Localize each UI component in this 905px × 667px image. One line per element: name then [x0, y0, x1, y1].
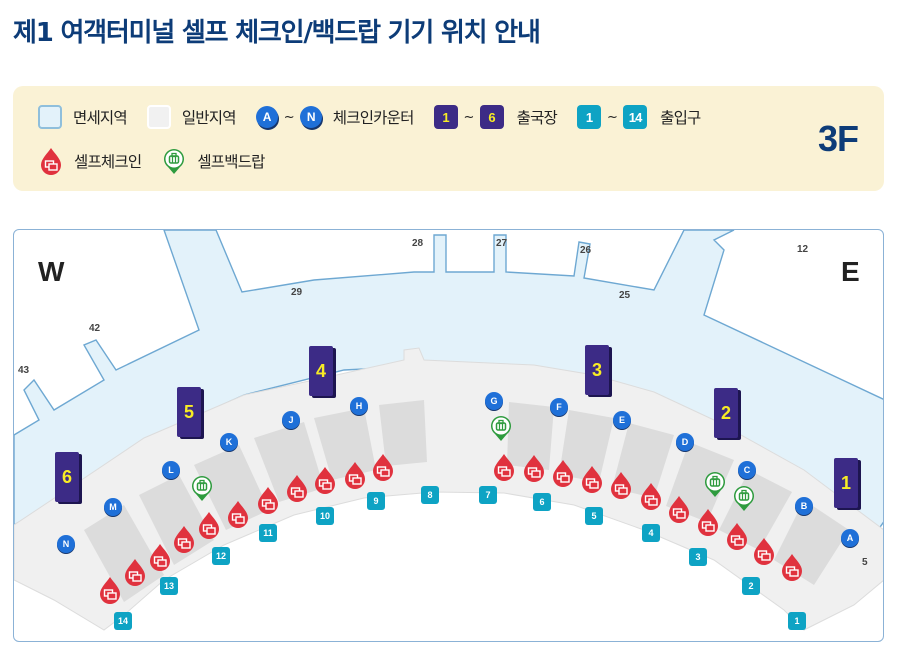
legend-row-2: 셀프체크인 셀프백드랍 — [38, 146, 285, 176]
legend-panel: 면세지역 일반지역 A ~ N 체크인카운터 1 ~ 6 출국장 1 ~ 14 … — [13, 86, 884, 191]
self-checkin-icon[interactable] — [255, 485, 281, 515]
entrance-marker[interactable]: 6 — [533, 493, 551, 511]
checkin-counter-marker[interactable]: D — [676, 433, 694, 451]
self-checkin-icon[interactable] — [97, 575, 123, 605]
page-title: 제1 여객터미널 셀프 체크인/백드랍 기기 위치 안내 — [13, 18, 541, 48]
general-area-label: 일반지역 — [181, 109, 237, 127]
departure-gate-marker[interactable]: 4 — [309, 346, 333, 396]
counter-label: 체크인카운터 — [332, 109, 415, 127]
self-bagdrop-icon[interactable] — [731, 483, 757, 513]
entrance-marker-from: 1 — [577, 105, 602, 129]
gate-number-label: 25 — [619, 290, 631, 301]
entrance-marker[interactable]: 7 — [479, 486, 497, 504]
departure-gate-marker[interactable]: 6 — [55, 452, 79, 502]
compass-east: E — [841, 256, 860, 287]
entrance-marker[interactable]: 2 — [742, 577, 760, 595]
gate-number-label: 29 — [291, 287, 303, 298]
checkin-counter-marker[interactable]: C — [738, 461, 756, 479]
departure-marker-to: 6 — [479, 105, 504, 129]
counter-marker-from: A — [255, 106, 278, 128]
entrance-marker[interactable]: 14 — [114, 612, 132, 630]
entrance-marker[interactable]: 8 — [421, 486, 439, 504]
terminal-map-canvas — [14, 230, 883, 631]
self-checkin-icon[interactable] — [579, 464, 605, 494]
departure-marker-from: 1 — [433, 105, 458, 129]
checkin-counter-marker[interactable]: A — [841, 529, 859, 547]
entrance-marker[interactable]: 3 — [689, 548, 707, 566]
self-checkin-icon[interactable] — [724, 521, 750, 551]
self-checkin-icon[interactable] — [751, 536, 777, 566]
checkin-counter-marker[interactable]: K — [220, 433, 238, 451]
entrance-marker[interactable]: 10 — [316, 507, 334, 525]
duty-free-area — [14, 230, 883, 552]
general-area — [14, 347, 883, 631]
gate-number-label: 28 — [412, 238, 424, 249]
self-checkin-icon — [41, 148, 61, 175]
checkin-counter-marker[interactable]: M — [104, 498, 122, 516]
checkin-counter-marker[interactable]: L — [162, 461, 180, 479]
self-bagdrop-icon[interactable] — [702, 469, 728, 499]
gate-number-label: 42 — [89, 323, 101, 334]
checkin-counter-marker[interactable]: F — [550, 398, 568, 416]
self-bagdrop-icon[interactable] — [488, 413, 514, 443]
floor-label: 3F — [817, 118, 859, 159]
self-checkin-icon[interactable] — [695, 507, 721, 537]
entrance-marker[interactable]: 9 — [367, 492, 385, 510]
self-checkin-icon[interactable] — [225, 499, 251, 529]
departure-gate-marker[interactable]: 3 — [585, 345, 609, 395]
self-checkin-icon[interactable] — [342, 460, 368, 490]
entrance-marker[interactable]: 13 — [160, 577, 178, 595]
general-area-swatch — [146, 105, 171, 129]
self-checkin-icon[interactable] — [370, 452, 396, 482]
self-checkin-icon[interactable] — [779, 552, 805, 582]
self-checkin-icon[interactable] — [608, 470, 634, 500]
self-checkin-icon[interactable] — [638, 481, 664, 511]
entrance-label: 출입구 — [660, 109, 701, 127]
self-checkin-icon[interactable] — [147, 542, 173, 572]
checkin-counter-marker[interactable]: G — [485, 392, 503, 410]
self-bagdrop-icon[interactable] — [189, 473, 215, 503]
entrance-marker[interactable]: 5 — [585, 507, 603, 525]
departure-gate-marker[interactable]: 1 — [834, 458, 858, 508]
checkin-counter-marker[interactable]: N — [57, 535, 75, 553]
gate-number-label: 26 — [580, 245, 592, 256]
self-checkin-icon[interactable] — [550, 458, 576, 488]
self-checkin-icon[interactable] — [521, 453, 547, 483]
checkin-counter-marker[interactable]: B — [795, 497, 813, 515]
self-checkin-icon[interactable] — [312, 465, 338, 495]
entrance-marker-to: 14 — [623, 105, 648, 129]
gate-number-label: 43 — [18, 365, 30, 376]
range-tilde: ~ — [463, 109, 475, 125]
gate-number-label: 5 — [862, 557, 868, 568]
checkin-counter-marker[interactable]: H — [350, 397, 368, 415]
departure-label: 출국장 — [516, 109, 558, 127]
entrance-marker[interactable]: 4 — [642, 524, 660, 542]
departure-gate-marker[interactable]: 2 — [714, 388, 738, 438]
self-checkin-icon[interactable] — [284, 473, 310, 503]
range-tilde: ~ — [283, 109, 295, 125]
entrance-marker[interactable]: 11 — [259, 524, 277, 542]
self-bagdrop-icon — [164, 149, 185, 174]
counter-marker-to: N — [299, 106, 322, 128]
gate-number-label: 12 — [797, 244, 809, 255]
self-checkin-icon[interactable] — [171, 524, 197, 554]
entrance-marker[interactable]: 12 — [212, 547, 230, 565]
checkin-counter-marker[interactable]: E — [613, 411, 631, 429]
entrance-marker[interactable]: 1 — [788, 612, 806, 630]
self-checkin-icon[interactable] — [666, 494, 692, 524]
self-checkin-label: 셀프체크인 — [74, 153, 142, 171]
legend-row-1: 면세지역 일반지역 A ~ N 체크인카운터 1 ~ 6 출국장 1 ~ 14 … — [38, 105, 721, 129]
checkin-counter-marker[interactable]: J — [282, 411, 300, 429]
gate-number-label: 27 — [496, 238, 508, 249]
self-checkin-icon[interactable] — [491, 452, 517, 482]
self-checkin-icon[interactable] — [196, 510, 222, 540]
duty-free-label: 면세지역 — [73, 109, 128, 127]
self-checkin-icon[interactable] — [122, 557, 148, 587]
duty-free-swatch — [38, 105, 62, 129]
compass-west: W — [38, 256, 65, 287]
range-tilde: ~ — [607, 109, 618, 125]
departure-gate-marker[interactable]: 5 — [177, 387, 201, 437]
self-bagdrop-label: 셀프백드랍 — [197, 153, 265, 171]
